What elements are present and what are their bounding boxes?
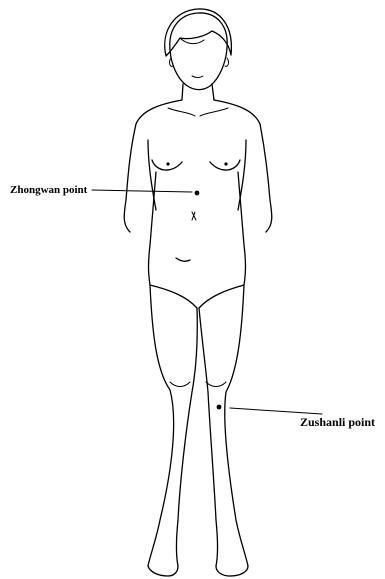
mouth: [192, 76, 203, 78]
zhongwan-label: Zhongwan point: [10, 184, 88, 196]
hair: [165, 9, 232, 56]
zushanli-label: Zushanli point: [300, 415, 375, 429]
human-figure-outline: [124, 9, 272, 576]
head-outline: [170, 13, 227, 90]
zhongwan-dot: [195, 191, 200, 196]
zhongwan-marker: Zhongwan point: [10, 184, 199, 196]
knee-right: [206, 382, 226, 387]
zushanli-dot: [217, 405, 222, 410]
zushanli-marker: Zushanli point: [217, 405, 375, 429]
zhongwan-leader-line: [92, 190, 192, 192]
knee-left: [170, 382, 190, 387]
navel: [192, 212, 196, 220]
zushanli-leader-line: [230, 408, 322, 414]
